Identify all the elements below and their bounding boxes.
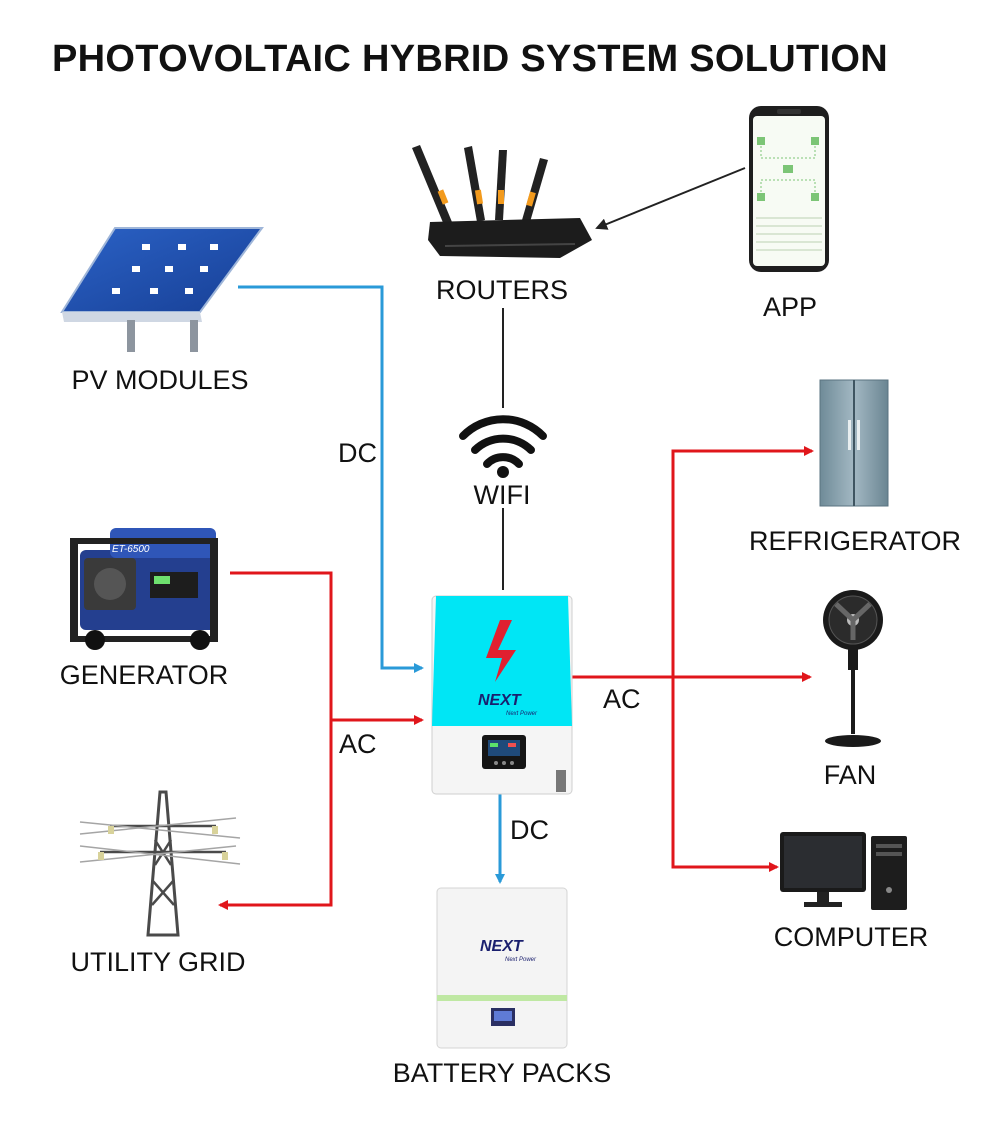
inverter-logo: NEXT bbox=[478, 692, 522, 709]
wifi-icon bbox=[459, 415, 547, 478]
routers-label: ROUTERS bbox=[435, 275, 569, 305]
inverter-icon bbox=[431, 595, 573, 795]
computer-icon bbox=[780, 832, 907, 910]
power-tower-icon bbox=[79, 790, 241, 937]
app-router-arrow bbox=[595, 167, 746, 230]
generator-icon: ET-6500 bbox=[70, 528, 218, 650]
phone-app-icon bbox=[749, 106, 829, 272]
generator-label: GENERATOR bbox=[59, 660, 229, 690]
refrigerator-icon bbox=[819, 379, 889, 507]
pv-dc-line bbox=[238, 285, 424, 673]
battery-dc-label: DC bbox=[510, 815, 549, 845]
load-ac-line-refrigerator bbox=[671, 446, 814, 677]
fan-label: FAN bbox=[823, 760, 877, 790]
pv-dc-label: DC bbox=[338, 438, 377, 468]
grid-ac-line bbox=[218, 720, 333, 910]
generator-ac-line bbox=[230, 571, 424, 725]
page-title: PHOTOVOLTAIC HYBRID SYSTEM SOLUTION bbox=[52, 38, 888, 80]
utility-grid-label: UTILITY GRID bbox=[70, 947, 246, 977]
inverter-tagline: Next Power bbox=[506, 711, 538, 717]
router-icon bbox=[412, 145, 592, 258]
wifi-label: WIFI bbox=[473, 480, 531, 510]
app-label: APP bbox=[762, 292, 818, 322]
pv-modules-label: PV MODULES bbox=[71, 365, 249, 395]
battery-tagline: Next Power bbox=[505, 957, 537, 963]
battery-logo: NEXT bbox=[480, 938, 524, 955]
battery-pack-icon bbox=[436, 887, 568, 1049]
refrigerator-label: REFRIGERATOR bbox=[748, 526, 962, 556]
solar-panel-icon bbox=[60, 227, 264, 352]
battery-packs-label: BATTERY PACKS bbox=[392, 1058, 612, 1088]
fan-icon bbox=[823, 590, 883, 747]
computer-label: COMPUTER bbox=[773, 922, 929, 952]
svg-text:ET-6500: ET-6500 bbox=[112, 544, 150, 555]
generator-ac-label: AC bbox=[339, 729, 377, 759]
load-ac-label: AC bbox=[603, 684, 641, 714]
load-ac-line-computer bbox=[671, 677, 779, 872]
